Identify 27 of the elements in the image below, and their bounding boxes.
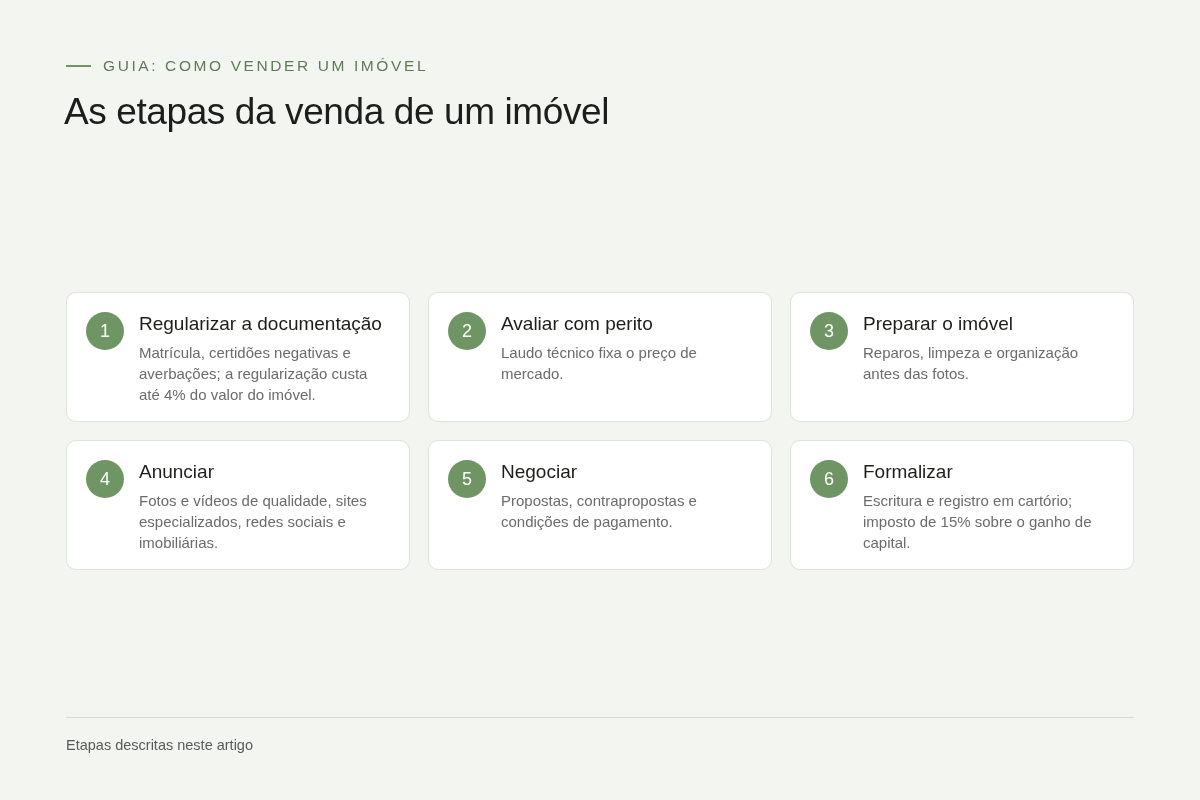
step-card (66, 440, 410, 570)
step-title: Avaliar com perito (501, 312, 653, 336)
step-title: Preparar o imóvel (863, 312, 1013, 336)
step-description: Escritura e registro em cartório; imposto de 15% sobre o ganho de capital. (863, 491, 1093, 553)
step-description: Propostas, contrapropostas e condições de pagamento. (501, 491, 698, 532)
step-number-badge: 2 (448, 312, 486, 350)
step-title: Anunciar (139, 460, 214, 484)
step-number-badge: 4 (86, 460, 124, 498)
page-title: As etapas da venda de um imóvel (64, 90, 609, 134)
step-title: Formalizar (863, 460, 953, 484)
step-card (428, 440, 772, 570)
step-description: Matrícula, certidões negativas e averbações; a regularização custa até 4% do valor do imóvel. (139, 343, 369, 405)
kicker-label: GUIA: COMO VENDER UM IMÓVEL (103, 56, 429, 76)
step-card (66, 292, 410, 422)
step-description: Fotos e vídeos de qualidade, sites especializados, redes sociais e imobiliárias. (139, 491, 368, 553)
step-number-badge: 5 (448, 460, 486, 498)
step-description: Reparos, limpeza e organização antes das fotos. (863, 343, 1080, 384)
step-card (790, 292, 1134, 422)
step-title: Regularizar a documentação (139, 312, 382, 336)
step-title: Negociar (501, 460, 578, 484)
step-number-badge: 6 (810, 460, 848, 498)
step-description: Laudo técnico fixa o preço de mercado. (501, 343, 698, 384)
step-card (428, 292, 772, 422)
step-card (790, 440, 1134, 570)
step-number-badge: 3 (810, 312, 848, 350)
caption: Etapas descritas neste artigo (66, 736, 253, 755)
step-number-badge: 1 (86, 312, 124, 350)
